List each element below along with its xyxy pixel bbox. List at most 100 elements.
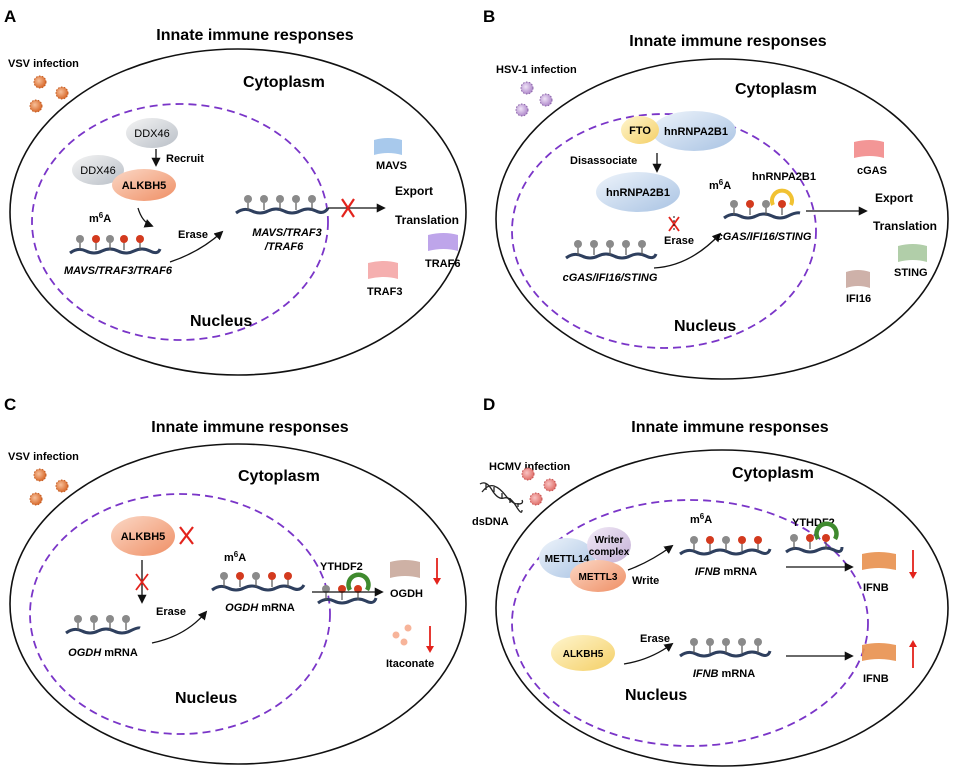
alkbh5-label: ALKBH5 (563, 649, 604, 660)
nuclear-envelope (511, 499, 869, 747)
panel-d-title: Innate immune responses (631, 419, 828, 436)
mrna-strand (69, 235, 162, 255)
m6a-label: m6A (224, 550, 246, 564)
virus-particles (29, 75, 69, 113)
mrna-label: OGDH mRNA (68, 647, 138, 659)
dsdna-helix (479, 482, 524, 513)
hnrnpa2b1-label: hnRNPA2B1 (752, 171, 816, 183)
writer-complex (587, 527, 631, 563)
decrease-arrow (909, 572, 917, 579)
mrna-label: IFNB mRNA (695, 566, 757, 578)
mrna-ythdf2-complex (785, 521, 844, 554)
recruit-label: Recruit (166, 153, 204, 165)
decrease-arrow (426, 646, 434, 653)
panel-b: B Innate immune responses HSV-1 infectio… (483, 7, 949, 380)
fto-label: FTO (629, 125, 651, 137)
ythdf2-label: YTHDF2 (320, 561, 363, 573)
itaconate-molecules (392, 624, 412, 646)
hnrnpa2b1-protein (652, 111, 736, 151)
mavs-label: MAVS (376, 160, 407, 172)
m6a-label: m6A (709, 178, 731, 192)
nucleus-label: Nucleus (190, 313, 252, 330)
erase-arrow (151, 610, 208, 644)
panel-d: D Innate immune responses HCMV infection… (472, 395, 949, 767)
mavs-protein (374, 138, 402, 155)
increase-arrow (909, 640, 917, 647)
nuclear-envelope (29, 493, 331, 735)
traf3-label: TRAF3 (367, 286, 402, 298)
m6a-label: m6A (690, 512, 712, 526)
cell-membrane (495, 449, 949, 767)
ogdh-protein (390, 560, 420, 578)
ddx46-label: DDX46 (80, 165, 115, 177)
panel-letter-b: B (483, 7, 495, 26)
write-arrow (627, 544, 674, 571)
blocked-mark (341, 198, 355, 218)
mrna-ythdf2-complex (317, 572, 378, 605)
mrna-label: cGAS/IFI16/STING (717, 231, 812, 243)
sting-protein (898, 244, 927, 262)
cytoplasm-label: Cytoplasm (732, 465, 814, 482)
panel-a-title: Innate immune responses (156, 27, 353, 44)
panel-letter-d: D (483, 395, 495, 414)
panel-c: C Innate immune responses VSV infection … (4, 395, 467, 765)
mrna-label: IFNB mRNA (693, 668, 755, 680)
nucleus-label: Nucleus (625, 687, 687, 704)
ythdf2-protein (346, 572, 371, 592)
disassociate-label: Disassociate (570, 155, 637, 167)
ifnb-label: IFNB (863, 673, 889, 685)
virus-particles (29, 468, 69, 506)
cell-membrane (495, 58, 949, 380)
mrna-label: MAVS/TRAF3/TRAF6 (64, 265, 173, 277)
panel-b-title: Innate immune responses (629, 33, 826, 50)
alkbh5-protein (112, 169, 176, 201)
cgas-protein (854, 140, 884, 158)
nucleus-label: Nucleus (175, 690, 237, 707)
cgas-label: cGAS (857, 165, 887, 177)
ddx46-protein (126, 118, 178, 148)
traf6-label: TRAF6 (425, 258, 460, 270)
dsdna-label: dsDNA (472, 516, 509, 528)
panel-letter-a: A (4, 7, 16, 26)
mrna-strand (211, 572, 306, 592)
m6a-label: m6A (89, 211, 111, 225)
decrease-arrow (433, 578, 441, 585)
alkbh5-protein (111, 516, 175, 556)
fto-protein (621, 116, 659, 144)
export-label: Export (875, 191, 913, 205)
traf6-protein (428, 233, 458, 251)
export-label: Export (395, 184, 433, 198)
translation-label: Translation (395, 213, 459, 227)
erase-label: Erase (664, 235, 694, 247)
mrna-label: cGAS/IFI16/STING (563, 272, 658, 284)
nuclear-envelope (511, 113, 817, 349)
mrna-label: MAVS/TRAF3 (252, 227, 321, 239)
cell-membrane (9, 48, 467, 376)
mettl3-label: METTL3 (579, 572, 618, 583)
ifi16-protein (846, 270, 870, 288)
mrna-label: /TRAF6 (264, 241, 304, 253)
write-label: Write (632, 575, 659, 587)
inhibited-mark (179, 526, 194, 545)
sting-label: STING (894, 267, 928, 279)
nucleus-label: Nucleus (674, 318, 736, 335)
alkbh5-label: ALKBH5 (121, 531, 166, 543)
translation-label: Translation (873, 219, 937, 233)
ifnb-label: IFNB (863, 582, 889, 594)
mrna-strand (679, 536, 772, 556)
mrna-strand (65, 615, 141, 635)
hnrnpa2b1-protein (596, 172, 680, 212)
ifi16-label: IFI16 (846, 293, 871, 305)
mrna-strand (235, 195, 330, 215)
panel-c-title: Innate immune responses (151, 419, 348, 436)
mettl3-protein (570, 560, 626, 592)
cell-membrane (9, 443, 467, 765)
erase-arrow (653, 232, 722, 269)
erase-label: Erase (178, 229, 208, 241)
writer-complex-label: complex (589, 547, 630, 558)
erase-label: Erase (156, 606, 186, 618)
alkbh5-label: ALKBH5 (122, 180, 167, 192)
panel-letter-c: C (4, 395, 16, 414)
virus-particles (515, 81, 553, 117)
cytoplasm-label: Cytoplasm (243, 74, 325, 91)
